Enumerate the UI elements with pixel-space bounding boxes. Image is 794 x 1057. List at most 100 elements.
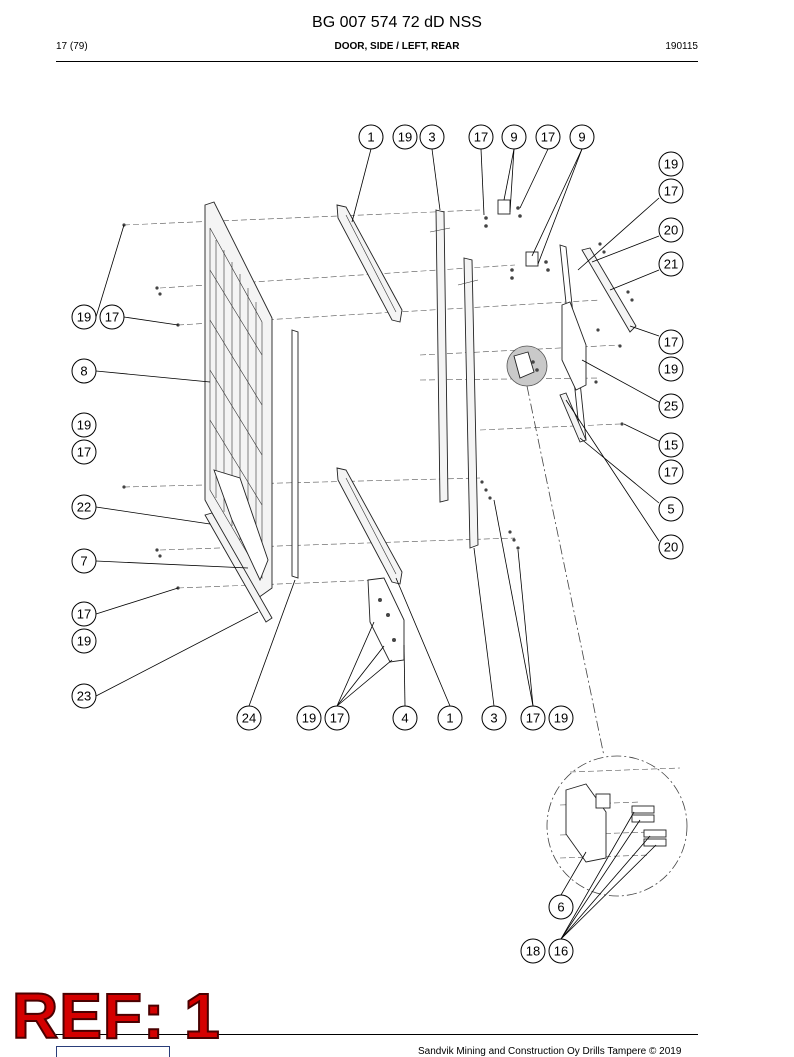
callout-3: 3	[481, 705, 507, 731]
callout-7: 7	[71, 548, 97, 574]
callout-19: 19	[296, 705, 322, 731]
callout-label: 15	[664, 438, 678, 453]
callout-label: 17	[474, 130, 488, 145]
callout-label: 17	[77, 607, 91, 622]
detail-view	[526, 385, 688, 897]
section-title: DOOR, SIDE / LEFT, REAR	[334, 41, 460, 52]
callout-17: 17	[99, 304, 125, 330]
callout-15: 15	[658, 432, 684, 458]
callout-17: 17	[535, 124, 561, 150]
hinge-lower	[510, 251, 550, 280]
callout-label: 4	[401, 711, 408, 726]
frame-profile-right	[457, 257, 479, 549]
callout-label: 21	[664, 257, 678, 272]
callout-label: 9	[510, 130, 517, 145]
callout-label: 22	[77, 500, 91, 515]
callout-5: 5	[658, 496, 684, 522]
callout-label: 18	[526, 944, 540, 959]
callout-label: 19	[77, 634, 91, 649]
callout-label: 7	[80, 554, 87, 569]
callout-21: 21	[658, 251, 684, 277]
callout-label: 19	[664, 157, 678, 172]
callout-1: 1	[437, 705, 463, 731]
company-logo	[56, 1046, 170, 1057]
callout-label: 25	[664, 399, 678, 414]
callout-label: 20	[664, 223, 678, 238]
callout-17: 17	[658, 178, 684, 204]
document-id: BG 007 574 72 dD NSS	[312, 14, 482, 31]
callout-19: 19	[71, 412, 97, 438]
callout-19: 19	[658, 356, 684, 382]
callout-17: 17	[468, 124, 494, 150]
callout-19: 19	[392, 124, 418, 150]
document-date: 190115	[665, 41, 698, 52]
callout-8: 8	[71, 358, 97, 384]
callout-label: 19	[77, 418, 91, 433]
callout-25: 25	[658, 393, 684, 419]
callout-label: 19	[77, 310, 91, 325]
callout-label: 17	[105, 310, 119, 325]
callout-17: 17	[71, 439, 97, 465]
hinge-upper	[484, 199, 522, 228]
callout-label: 1	[446, 711, 453, 726]
callout-label: 17	[77, 445, 91, 460]
callout-20: 20	[658, 217, 684, 243]
callout-label: 8	[80, 364, 87, 379]
callout-label: 3	[490, 711, 497, 726]
hinge-plate	[367, 577, 405, 663]
callout-17: 17	[658, 329, 684, 355]
lock-assembly	[506, 345, 548, 387]
callout-label: 3	[428, 130, 435, 145]
callout-label: 17	[664, 335, 678, 350]
callout-18: 18	[520, 938, 546, 964]
callout-20: 20	[658, 534, 684, 560]
callout-label: 17	[330, 711, 344, 726]
top-beam	[336, 204, 403, 323]
ref-stamp: REF: 1	[11, 980, 221, 1052]
callout-label: 19	[302, 711, 316, 726]
callout-4: 4	[392, 705, 418, 731]
callout-17: 17	[520, 705, 546, 731]
leader-lines	[95, 148, 660, 940]
callout-label: 6	[557, 900, 564, 915]
footer-divider	[56, 1034, 698, 1035]
callout-label: 20	[664, 540, 678, 555]
callout-22: 22	[71, 494, 97, 520]
callout-label: 17	[541, 130, 555, 145]
callout-24: 24	[236, 705, 262, 731]
callout-1: 1	[358, 124, 384, 150]
fasteners	[122, 223, 634, 590]
callout-label: 17	[526, 711, 540, 726]
callout-19: 19	[658, 151, 684, 177]
callout-label: 16	[554, 944, 568, 959]
callout-9: 9	[569, 124, 595, 150]
callout-9: 9	[501, 124, 527, 150]
callout-17: 17	[324, 705, 350, 731]
callout-16: 16	[548, 938, 574, 964]
callout-6: 6	[548, 894, 574, 920]
callout-19: 19	[548, 705, 574, 731]
callout-label: 24	[242, 711, 256, 726]
footer-copyright: Sandvik Mining and Construction Oy Drill…	[418, 1046, 682, 1057]
callout-3: 3	[419, 124, 445, 150]
callout-label: 9	[578, 130, 585, 145]
header-divider	[56, 61, 698, 62]
callout-label: 17	[664, 465, 678, 480]
callout-19: 19	[71, 628, 97, 654]
door-panel	[204, 201, 273, 599]
callout-label: 19	[664, 362, 678, 377]
callout-label: 5	[667, 502, 674, 517]
seal-strip	[291, 329, 299, 579]
page-number: 17 (79)	[56, 41, 88, 52]
detail-screws	[631, 805, 667, 847]
callout-label: 19	[398, 130, 412, 145]
frame-profile-left	[429, 209, 451, 503]
callout-17: 17	[658, 459, 684, 485]
callout-19: 19	[71, 304, 97, 330]
callout-label: 19	[554, 711, 568, 726]
callout-23: 23	[71, 683, 97, 709]
callout-label: 17	[664, 184, 678, 199]
callout-label: 1	[367, 130, 374, 145]
